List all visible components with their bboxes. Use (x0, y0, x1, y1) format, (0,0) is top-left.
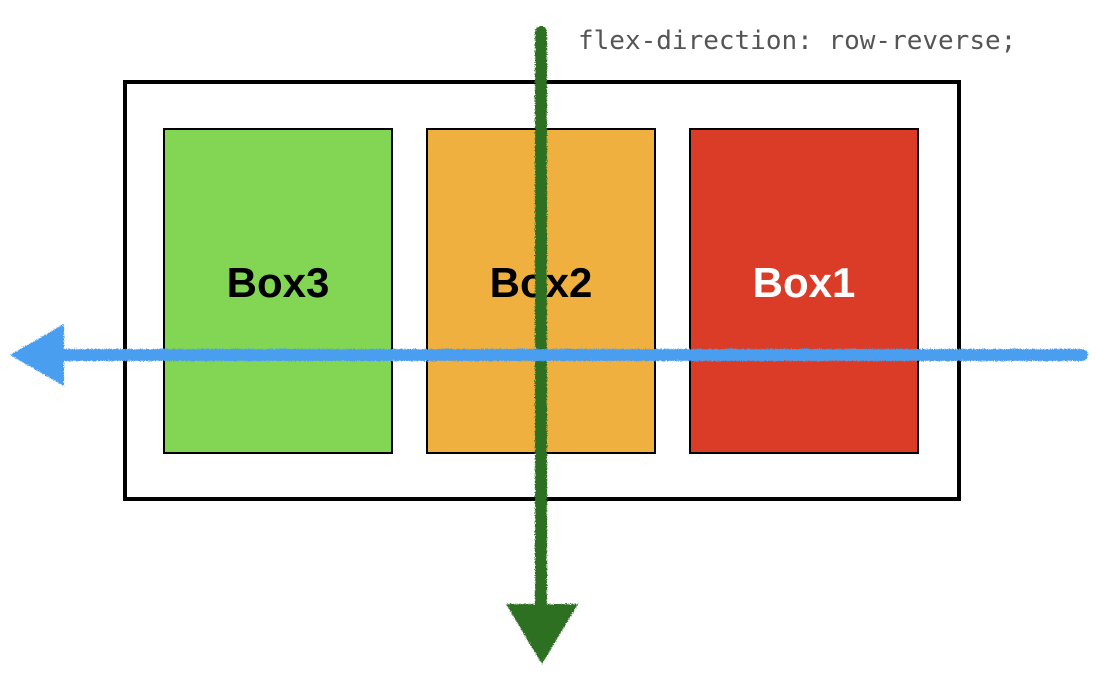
box-1: Box1 (689, 128, 919, 454)
box-2-label: Box2 (489, 259, 593, 306)
box-1-label: Box1 (752, 259, 856, 306)
box-3: Box3 (163, 128, 393, 454)
box-2: Box2 (426, 128, 656, 454)
css-code-label: flex-direction: row-reverse; (578, 26, 1017, 56)
box-3-label: Box3 (226, 259, 330, 306)
